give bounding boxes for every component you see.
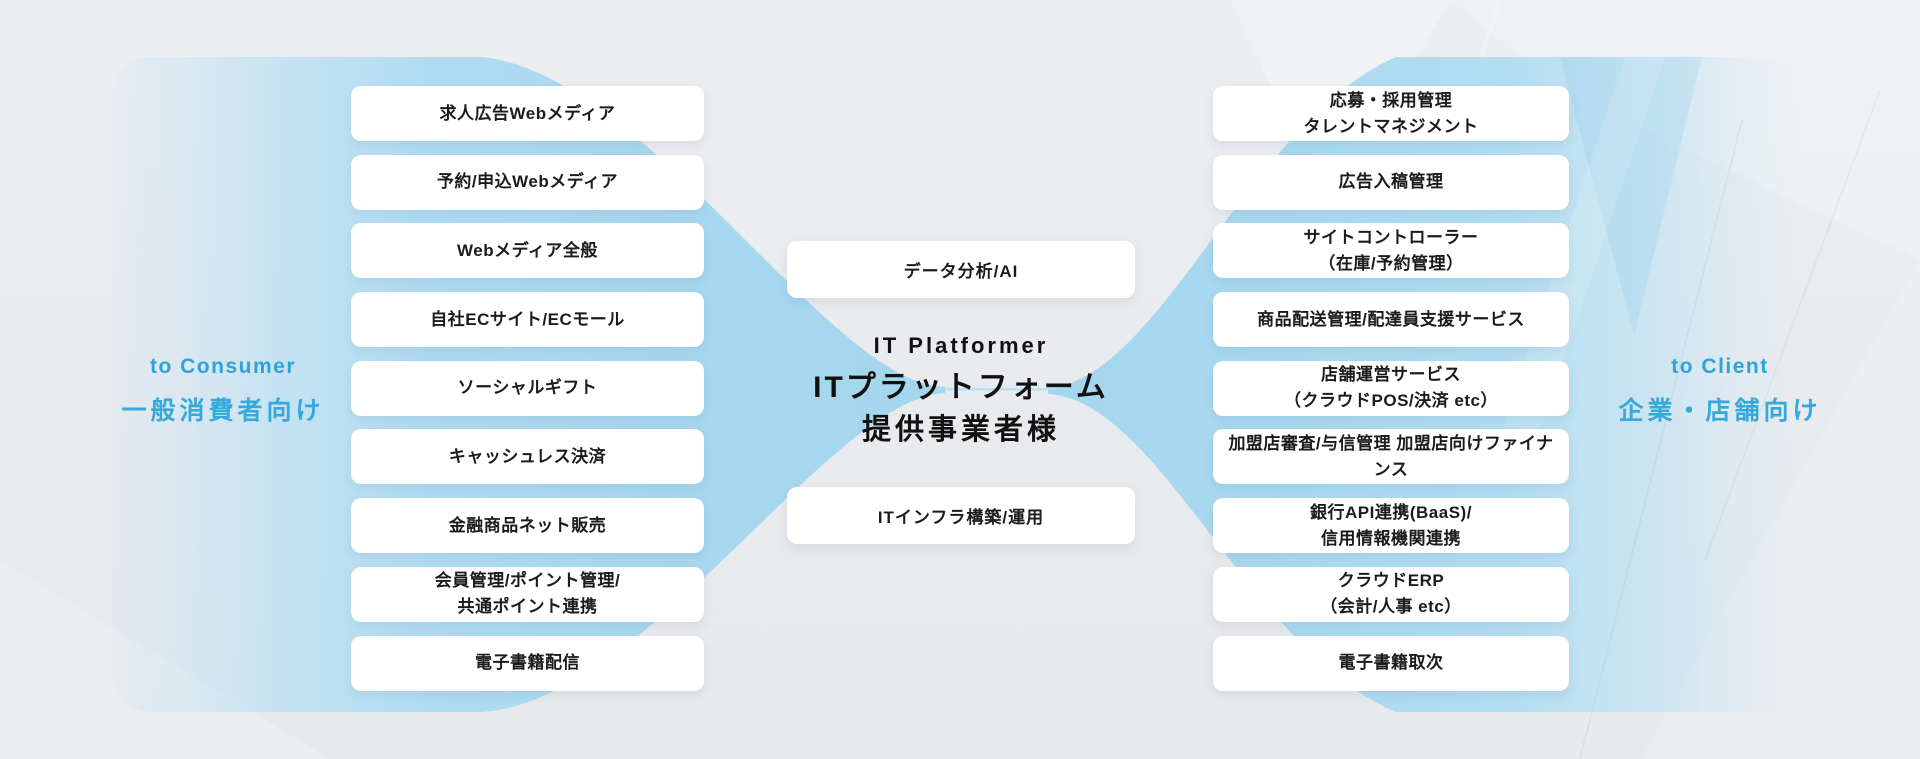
client-label-jp: 企業・店舗向け xyxy=(1618,397,1822,425)
consumer-label-jp: 一般消費者向け xyxy=(121,397,325,425)
client-label: to Client 企業・店舗向け xyxy=(1570,354,1870,426)
service-box-client: 商品配送管理/配達員支援サービス xyxy=(1213,292,1569,348)
service-box-consumer: 予約/申込Webメディア xyxy=(351,154,704,210)
service-box-consumer: 求人広告Webメディア xyxy=(351,86,704,141)
service-box-consumer: 会員管理/ポイント管理/ 共通ポイント連携 xyxy=(351,566,704,622)
service-box-client: 広告入稿管理 xyxy=(1213,154,1569,210)
service-box-client: 銀行API連携(BaaS)/ 信用情報機関連携 xyxy=(1213,498,1569,554)
service-box-consumer: 電子書籍配信 xyxy=(351,635,704,691)
platformer-title-jp-line2: 提供事業者様 xyxy=(861,414,1060,446)
consumer-services-column: 求人広告Webメディア 予約/申込Webメディア Webメディア全般 自社ECサ… xyxy=(351,86,704,691)
service-box-client: 電子書籍取次 xyxy=(1213,635,1569,691)
service-box-consumer: Webメディア全般 xyxy=(351,223,704,279)
service-box-consumer: 自社ECサイト/ECモール xyxy=(351,292,704,348)
platformer-title-en: IT Platformer xyxy=(873,333,1049,358)
consumer-label-en: to Consumer xyxy=(149,355,296,378)
platformer-title-jp-line1: ITプラットフォーム xyxy=(813,371,1109,404)
service-box-consumer: ソーシャルギフト xyxy=(351,360,704,416)
center-box-it-infra: ITインフラ構築/運用 xyxy=(787,487,1135,544)
service-box-client: 応募・採用管理 タレントマネジメント xyxy=(1213,86,1569,141)
consumer-label: to Consumer 一般消費者向け xyxy=(73,354,373,426)
client-label-en: to Client xyxy=(1671,355,1769,378)
service-box-client: 加盟店審査/与信管理 加盟店向けファイナンス xyxy=(1213,429,1569,485)
service-box-client: 店舗運営サービス （クラウドPOS/決済 etc） xyxy=(1213,360,1569,416)
center-box-data-analytics: データ分析/AI xyxy=(787,241,1135,298)
platformer-title: IT Platformer ITプラットフォーム 提供事業者様 xyxy=(711,333,1211,448)
service-box-client: クラウドERP （会計/人事 etc） xyxy=(1213,566,1569,622)
client-services-column: 応募・採用管理 タレントマネジメント 広告入稿管理 サイトコントローラー （在庫… xyxy=(1213,86,1569,691)
service-box-client: サイトコントローラー （在庫/予約管理） xyxy=(1213,223,1569,279)
flow-neck-line xyxy=(938,388,1056,391)
service-box-consumer: 金融商品ネット販売 xyxy=(351,498,704,554)
service-box-consumer: キャッシュレス決済 xyxy=(351,429,704,485)
